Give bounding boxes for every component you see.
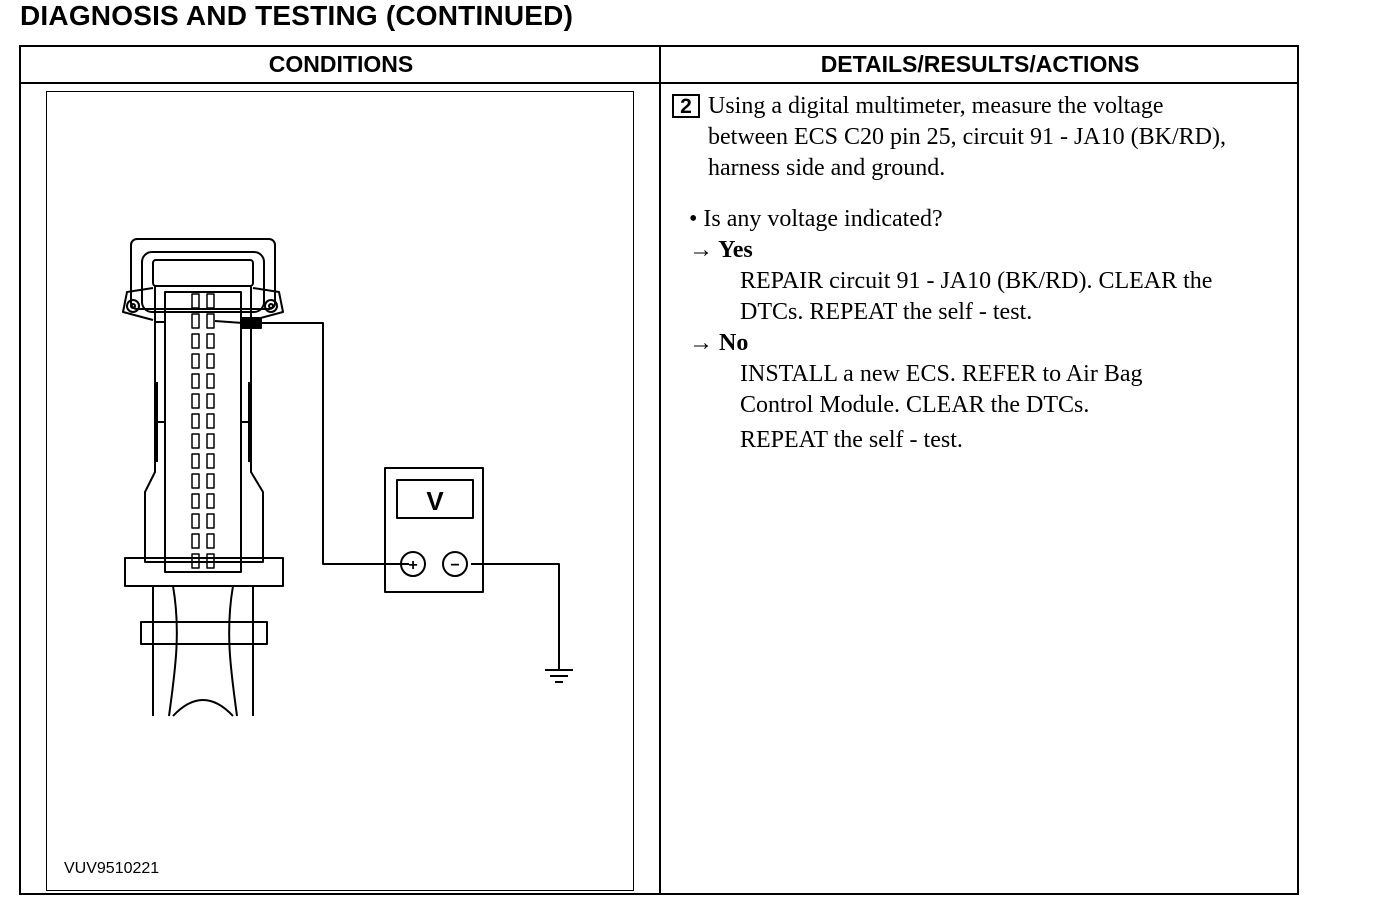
connector-voltmeter-diagram: V + − [122,238,573,717]
yes-label: → Yes [689,237,753,263]
step-instruction: 2 Using a digital multimeter, measure th… [672,91,1297,184]
negative-terminal [442,551,468,577]
step-question: • Is any voltage indicated? [689,206,943,232]
connector-body [144,285,264,573]
negative-lead [471,563,560,670]
positive-lead [261,322,409,565]
page-title: DIAGNOSIS AND TESTING (CONTINUED) [20,0,574,31]
figure-id: VUV9510221 [64,860,160,877]
voltmeter [384,467,484,593]
yes-action: REPAIR circuit 91 - JA10 (BK/RD). CLEAR … [672,266,1297,328]
connector-latch [130,238,276,313]
no-action: INSTALL a new ECS. REFER to Air Bag Cont… [672,359,1297,456]
test-probe [214,317,262,329]
diagnosis-table: CONDITIONS DETAILS/RESULTS/ACTIONS [19,45,1299,895]
details-header: DETAILS/RESULTS/ACTIONS [661,47,1299,84]
minus-sign: − [450,557,459,574]
action-line: Control Module. CLEAR the DTCs. [740,392,1090,418]
mounting-ear-right [252,287,284,321]
conditions-header: CONDITIONS [21,47,661,84]
column-divider [659,47,661,893]
meter-v-label: V [426,486,444,516]
mounting-ear-left [122,287,154,321]
details-column: 2 Using a digital multimeter, measure th… [672,91,1297,456]
positive-terminal [400,551,426,577]
action-line: REPEAT the self - test. [740,427,963,453]
ground-symbol [545,669,573,683]
wire-harness [140,585,268,717]
wiring-figure: V + − VUV9510221 [46,91,634,891]
action-line: INSTALL a new ECS. REFER to Air Bag [740,361,1143,387]
action-line: REPAIR circuit 91 - JA10 (BK/RD). CLEAR … [740,268,1213,294]
instruction-line: harness side and ground. [708,155,946,181]
plus-sign: + [408,557,417,574]
step-number: 2 [672,94,700,118]
instruction-line: between ECS C20 pin 25, circuit 91 - JA1… [708,124,1226,150]
instruction-line: Using a digital multimeter, measure the … [708,93,1164,119]
connector-flange [124,557,284,587]
no-label: → No [689,330,749,356]
pin-cavities [191,293,215,569]
action-line: DTCs. REPEAT the self - test. [740,299,1033,325]
